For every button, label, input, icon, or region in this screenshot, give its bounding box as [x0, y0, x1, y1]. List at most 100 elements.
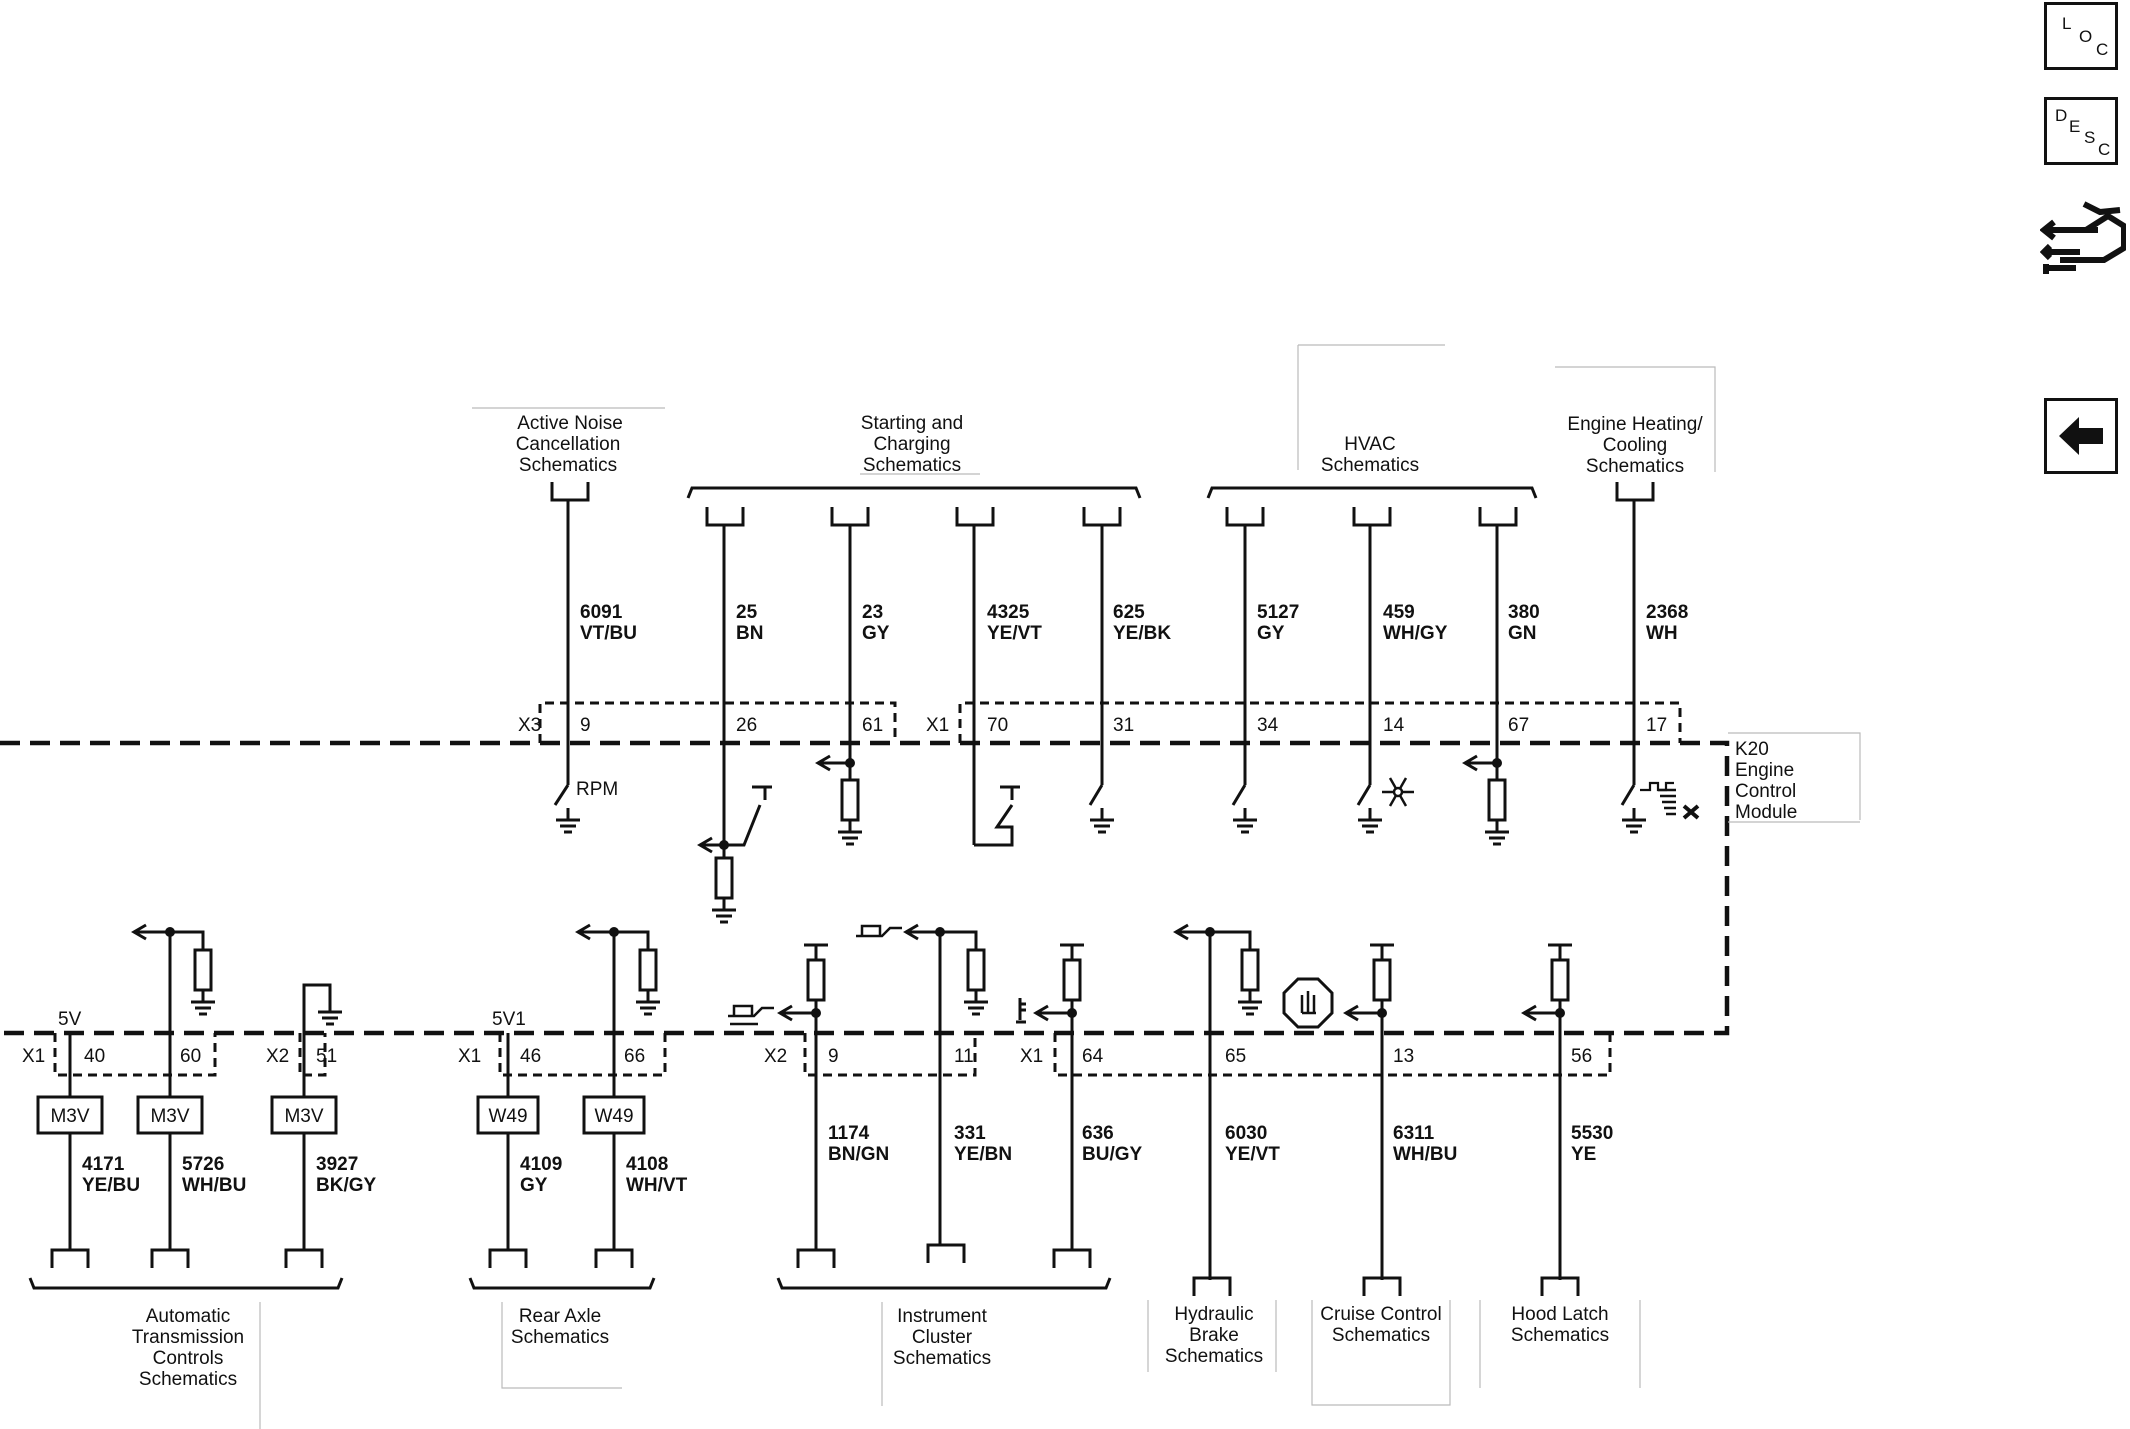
svg-text:Schematics: Schematics: [1586, 456, 1684, 477]
desc-letter-e: E: [2069, 117, 2081, 136]
svg-text:25: 25: [736, 602, 758, 623]
top-connector-outline: [538, 701, 1682, 743]
oil-pressure-icon: [728, 1004, 774, 1026]
svg-text:61: 61: [862, 715, 883, 736]
svg-text:Rear Axle: Rear Axle: [519, 1306, 601, 1327]
svg-text:Cooling: Cooling: [1603, 435, 1667, 456]
svg-text:13: 13: [1393, 1046, 1414, 1067]
svg-text:W49: W49: [488, 1106, 527, 1127]
svg-text:Automatic: Automatic: [146, 1306, 230, 1327]
svg-text:Cancellation: Cancellation: [516, 434, 621, 455]
svg-text:WH: WH: [1646, 623, 1678, 644]
svg-text:YE/VT: YE/VT: [987, 623, 1042, 644]
svg-text:X1: X1: [22, 1046, 45, 1067]
coolant-temp-icon: [1016, 998, 1026, 1024]
svg-text:14: 14: [1383, 715, 1405, 736]
loc-button[interactable]: L O C: [2044, 2, 2118, 70]
svg-text:YE: YE: [1571, 1144, 1596, 1165]
svg-text:GN: GN: [1508, 623, 1537, 644]
engine-heating-label: Engine Heating/ Cooling Schematics: [1555, 366, 1716, 477]
loc-letter-c: C: [2096, 40, 2109, 59]
svg-text:6030: 6030: [1225, 1123, 1267, 1144]
svg-text:Instrument: Instrument: [897, 1306, 987, 1327]
cluster-brace: [776, 1277, 1112, 1290]
desc-button[interactable]: D E S C: [2044, 97, 2118, 165]
svg-text:26: 26: [736, 715, 757, 736]
svg-text:X1: X1: [926, 715, 949, 736]
svg-text:Schematics: Schematics: [1332, 1325, 1430, 1346]
svg-text:X2: X2: [266, 1046, 289, 1067]
svg-text:Charging: Charging: [873, 434, 950, 455]
back-button[interactable]: [2044, 398, 2118, 474]
starting-charging-label: Starting and Charging Schematics: [860, 413, 980, 476]
svg-text:2368: 2368: [1646, 602, 1688, 623]
svg-text:4325: 4325: [987, 602, 1030, 623]
svg-text:WH/GY: WH/GY: [1383, 623, 1448, 644]
svg-text:64: 64: [1082, 1046, 1104, 1067]
svg-text:65: 65: [1225, 1046, 1246, 1067]
svg-text:56: 56: [1571, 1046, 1592, 1067]
hvac-brace: [1206, 486, 1538, 499]
rear-axle-brace: [468, 1277, 656, 1290]
stop-hand-icon: [1282, 977, 1334, 1029]
top-pin-labels: X3 9 26 61 X1 70 31 34 14 67 17: [518, 715, 1667, 736]
svg-text:5530: 5530: [1571, 1123, 1613, 1144]
bottom-connector-outline: [53, 1033, 1612, 1077]
svg-text:Cluster: Cluster: [912, 1327, 973, 1348]
svg-text:9: 9: [828, 1046, 839, 1067]
svg-text:HVAC: HVAC: [1344, 434, 1395, 455]
svg-text:Schematics: Schematics: [139, 1369, 237, 1390]
svg-text:5127: 5127: [1257, 602, 1299, 623]
svg-text:GY: GY: [1257, 623, 1285, 644]
svg-text:6091: 6091: [580, 602, 623, 623]
svg-text:X1: X1: [458, 1046, 481, 1067]
svg-text:60: 60: [180, 1046, 201, 1067]
svg-text:331: 331: [954, 1123, 986, 1144]
svg-text:6311: 6311: [1393, 1123, 1435, 1144]
svg-text:Hood Latch: Hood Latch: [1511, 1304, 1608, 1325]
svg-text:4109: 4109: [520, 1154, 562, 1175]
starting-brace: [686, 486, 1142, 499]
svg-text:Engine: Engine: [1735, 760, 1794, 781]
voltage-5v1: 5V1: [492, 1009, 526, 1030]
svg-text:BK/GY: BK/GY: [316, 1175, 377, 1196]
loc-letter-o: O: [2079, 27, 2093, 46]
trans-label: Automatic Transmission Controls Schemati…: [132, 1302, 261, 1429]
cluster-label: Instrument Cluster Schematics: [881, 1302, 991, 1406]
svg-text:3927: 3927: [316, 1154, 358, 1175]
connector-hand-wrench-icon[interactable]: [2040, 190, 2126, 284]
cruise-label: Cruise Control Schematics: [1311, 1300, 1451, 1406]
svg-text:M3V: M3V: [284, 1106, 323, 1127]
svg-text:11: 11: [954, 1046, 974, 1067]
svg-text:WH/VT: WH/VT: [626, 1175, 688, 1196]
svg-text:66: 66: [624, 1046, 645, 1067]
svg-text:X2: X2: [764, 1046, 787, 1067]
svg-text:459: 459: [1383, 602, 1415, 623]
top-wires: [550, 480, 1674, 924]
hvac-label: HVAC Schematics: [1297, 344, 1445, 476]
desc-letter-c: C: [2098, 140, 2111, 159]
svg-text:70: 70: [987, 715, 1008, 736]
svg-text:636: 636: [1082, 1123, 1114, 1144]
svg-text:Cruise Control: Cruise Control: [1320, 1304, 1441, 1325]
svg-text:Starting and: Starting and: [861, 413, 963, 434]
svg-text:Schematics: Schematics: [1321, 455, 1419, 476]
active-noise-label: Active Noise Cancellation Schematics: [472, 407, 665, 476]
svg-text:9: 9: [580, 715, 591, 736]
hydraulic-label: Hydraulic Brake Schematics: [1147, 1300, 1277, 1372]
svg-text:YE/BK: YE/BK: [1113, 623, 1171, 644]
svg-text:Schematics: Schematics: [893, 1348, 991, 1369]
svg-text:W49: W49: [594, 1106, 633, 1127]
oil-level-icon: [856, 924, 902, 938]
rear-axle-label: Rear Axle Schematics: [501, 1302, 622, 1389]
svg-text:40: 40: [84, 1046, 105, 1067]
svg-text:5726: 5726: [182, 1154, 224, 1175]
svg-text:M3V: M3V: [50, 1106, 89, 1127]
svg-text:M3V: M3V: [150, 1106, 189, 1127]
rpm-label: RPM: [576, 779, 618, 800]
svg-text:4171: 4171: [82, 1154, 125, 1175]
svg-text:380: 380: [1508, 602, 1540, 623]
svg-text:Schematics: Schematics: [1165, 1346, 1263, 1367]
svg-text:31: 31: [1113, 715, 1134, 736]
